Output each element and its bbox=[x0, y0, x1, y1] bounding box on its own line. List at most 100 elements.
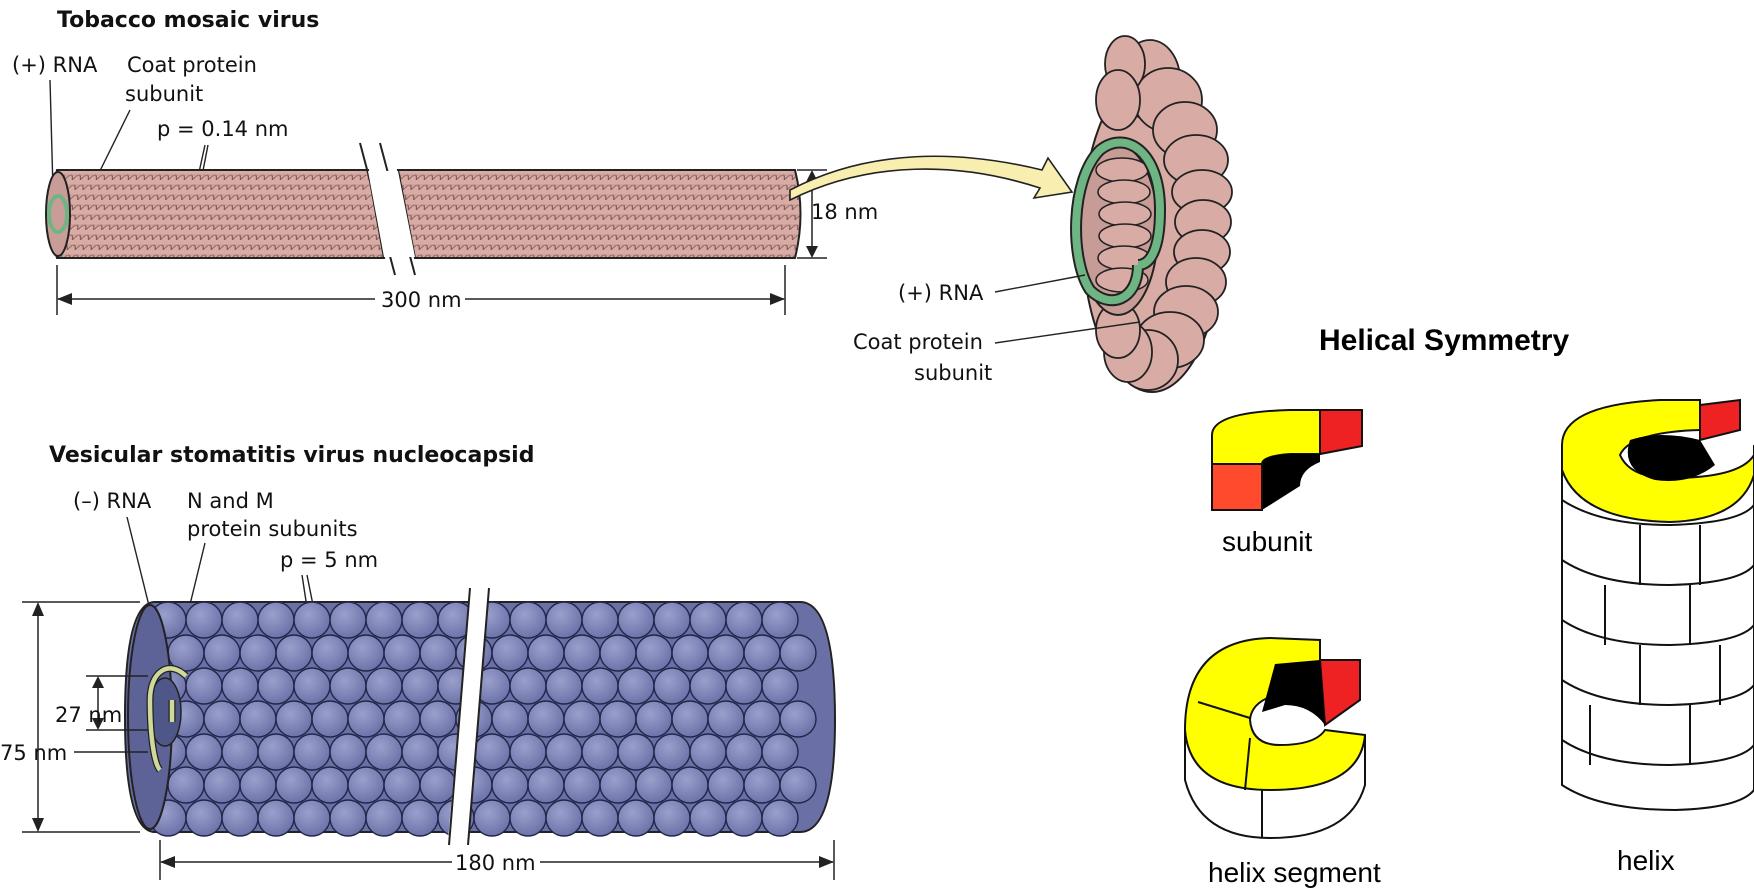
vsv-subunit-sphere bbox=[366, 734, 402, 770]
vsv-subunit-sphere bbox=[654, 668, 690, 704]
vsv-subunit-sphere bbox=[510, 800, 546, 836]
vsv-subunit-sphere bbox=[744, 635, 780, 671]
vsv-subunit-sphere bbox=[348, 767, 384, 803]
vsv-subunit-sphere bbox=[186, 734, 222, 770]
vsv-subunit-sphere bbox=[402, 602, 438, 638]
vsv-subunit-sphere bbox=[582, 602, 618, 638]
vsv-subunit-sphere bbox=[672, 635, 708, 671]
vsv-subunit-sphere bbox=[258, 668, 294, 704]
vsv-protein-label-2: protein subunits bbox=[187, 517, 358, 541]
vsv-subunit-sphere bbox=[186, 800, 222, 836]
vsv-inner-diameter-label: 27 nm bbox=[55, 703, 122, 727]
vsv-subunit-sphere bbox=[528, 635, 564, 671]
helix-shape bbox=[1562, 400, 1754, 810]
vsv-subunit-sphere bbox=[186, 602, 222, 638]
vsv-subunit-sphere bbox=[420, 767, 456, 803]
subunit-label: subunit bbox=[1222, 526, 1313, 557]
vsv-subunit-sphere bbox=[294, 800, 330, 836]
vsv-subunit-sphere bbox=[618, 734, 654, 770]
vsv-subunit-sphere bbox=[564, 635, 600, 671]
vsv-subunit-sphere bbox=[762, 734, 798, 770]
vsv-subunit-sphere bbox=[492, 701, 528, 737]
vsv-subunit-sphere bbox=[582, 668, 618, 704]
vsv-subunit-sphere bbox=[726, 668, 762, 704]
vsv-subunit-sphere bbox=[402, 734, 438, 770]
tmv-rna-label: (+) RNA bbox=[12, 53, 98, 77]
vsv-subunit-sphere bbox=[762, 602, 798, 638]
vsv-subunit-sphere bbox=[240, 635, 276, 671]
vsv-subunit-sphere bbox=[330, 668, 366, 704]
vsv-subunit-sphere bbox=[276, 767, 312, 803]
vsv-subunit-sphere bbox=[222, 800, 258, 836]
vsv-subunit-sphere bbox=[348, 701, 384, 737]
vsv-subunit-sphere bbox=[510, 668, 546, 704]
vsv-subunit-sphere bbox=[654, 602, 690, 638]
tmv-cross-section bbox=[1076, 36, 1232, 392]
vsv-subunit-sphere bbox=[402, 800, 438, 836]
vsv-subunit-sphere bbox=[780, 701, 816, 737]
vsv-subunit-sphere bbox=[546, 734, 582, 770]
vsv-subunit-sphere bbox=[546, 602, 582, 638]
vsv-subunit-sphere bbox=[330, 734, 366, 770]
vsv-subunit-sphere bbox=[672, 701, 708, 737]
tmv-cross-coat-label-1: Coat protein bbox=[853, 330, 983, 354]
vsv-subunit-sphere bbox=[420, 701, 456, 737]
vsv-subunit-sphere bbox=[618, 800, 654, 836]
vsv-subunit-sphere bbox=[600, 767, 636, 803]
tmv-cross-rna-leader bbox=[995, 275, 1085, 292]
tmv-pitch-label: p = 0.14 nm bbox=[157, 117, 288, 141]
vsv-rna-label: (–) RNA bbox=[73, 489, 152, 513]
vsv-subunit-sphere bbox=[564, 701, 600, 737]
vsv-subunit-sphere bbox=[186, 668, 222, 704]
vsv-subunit-sphere bbox=[690, 800, 726, 836]
vsv-subunit-sphere bbox=[402, 668, 438, 704]
vsv-subunit-sphere bbox=[690, 734, 726, 770]
vsv-subunit-sphere bbox=[672, 767, 708, 803]
vsv-subunit-sphere bbox=[600, 635, 636, 671]
vsv-subunit-sphere bbox=[600, 701, 636, 737]
vsv-pitch-label: p = 5 nm bbox=[280, 548, 378, 572]
vsv-subunit-sphere bbox=[510, 602, 546, 638]
tmv-title: Tobacco mosaic virus bbox=[57, 8, 319, 33]
vsv-panel: Vesicular stomatitis virus nucleocapsid … bbox=[0, 443, 835, 880]
vsv-subunit-sphere bbox=[384, 635, 420, 671]
vsv-subunit-sphere bbox=[636, 767, 672, 803]
vsv-subunit-sphere bbox=[240, 701, 276, 737]
tmv-panel: Tobacco mosaic virus (+) RNA Coat protei… bbox=[12, 8, 1232, 392]
helix-label: helix bbox=[1617, 845, 1675, 876]
vsv-subunit-sphere bbox=[312, 701, 348, 737]
vsv-subunit-sphere bbox=[258, 734, 294, 770]
vsv-subunit-sphere bbox=[546, 668, 582, 704]
tmv-coat-label-2: subunit bbox=[125, 82, 203, 106]
symmetry-title: Helical Symmetry bbox=[1319, 324, 1569, 357]
subunit-shape bbox=[1212, 410, 1362, 510]
tmv-coat-label-1: Coat protein bbox=[127, 53, 257, 77]
vsv-subunit-sphere bbox=[726, 734, 762, 770]
tmv-cross-coat-label-2: subunit bbox=[914, 361, 992, 385]
tmv-diameter-label: 18 nm bbox=[811, 200, 878, 224]
vsv-subunit-sphere bbox=[492, 767, 528, 803]
vsv-subunit-sphere bbox=[222, 602, 258, 638]
vsv-subunit-sphere bbox=[726, 800, 762, 836]
helix-segment-label: helix segment bbox=[1208, 857, 1381, 888]
vsv-subunit-sphere bbox=[294, 668, 330, 704]
vsv-subunit-sphere bbox=[204, 635, 240, 671]
vsv-subunit-sphere bbox=[258, 800, 294, 836]
vsv-subunit-sphere bbox=[366, 800, 402, 836]
vsv-subunit-sphere bbox=[582, 734, 618, 770]
vsv-subunit-sphere bbox=[708, 701, 744, 737]
tmv-rod bbox=[46, 143, 801, 275]
vsv-subunit-sphere bbox=[762, 668, 798, 704]
vsv-subunit-sphere bbox=[546, 800, 582, 836]
vsv-subunit-sphere bbox=[654, 734, 690, 770]
vsv-subunit-sphere bbox=[204, 701, 240, 737]
vsv-subunit-sphere bbox=[636, 635, 672, 671]
vsv-subunit-sphere bbox=[780, 767, 816, 803]
vsv-capsid bbox=[125, 588, 835, 845]
vsv-subunit-sphere bbox=[168, 767, 204, 803]
vsv-subunit-sphere bbox=[564, 767, 600, 803]
vsv-protein-label-1: N and M bbox=[187, 489, 274, 513]
vsv-subunit-sphere bbox=[618, 602, 654, 638]
vsv-subunit-sphere bbox=[222, 668, 258, 704]
